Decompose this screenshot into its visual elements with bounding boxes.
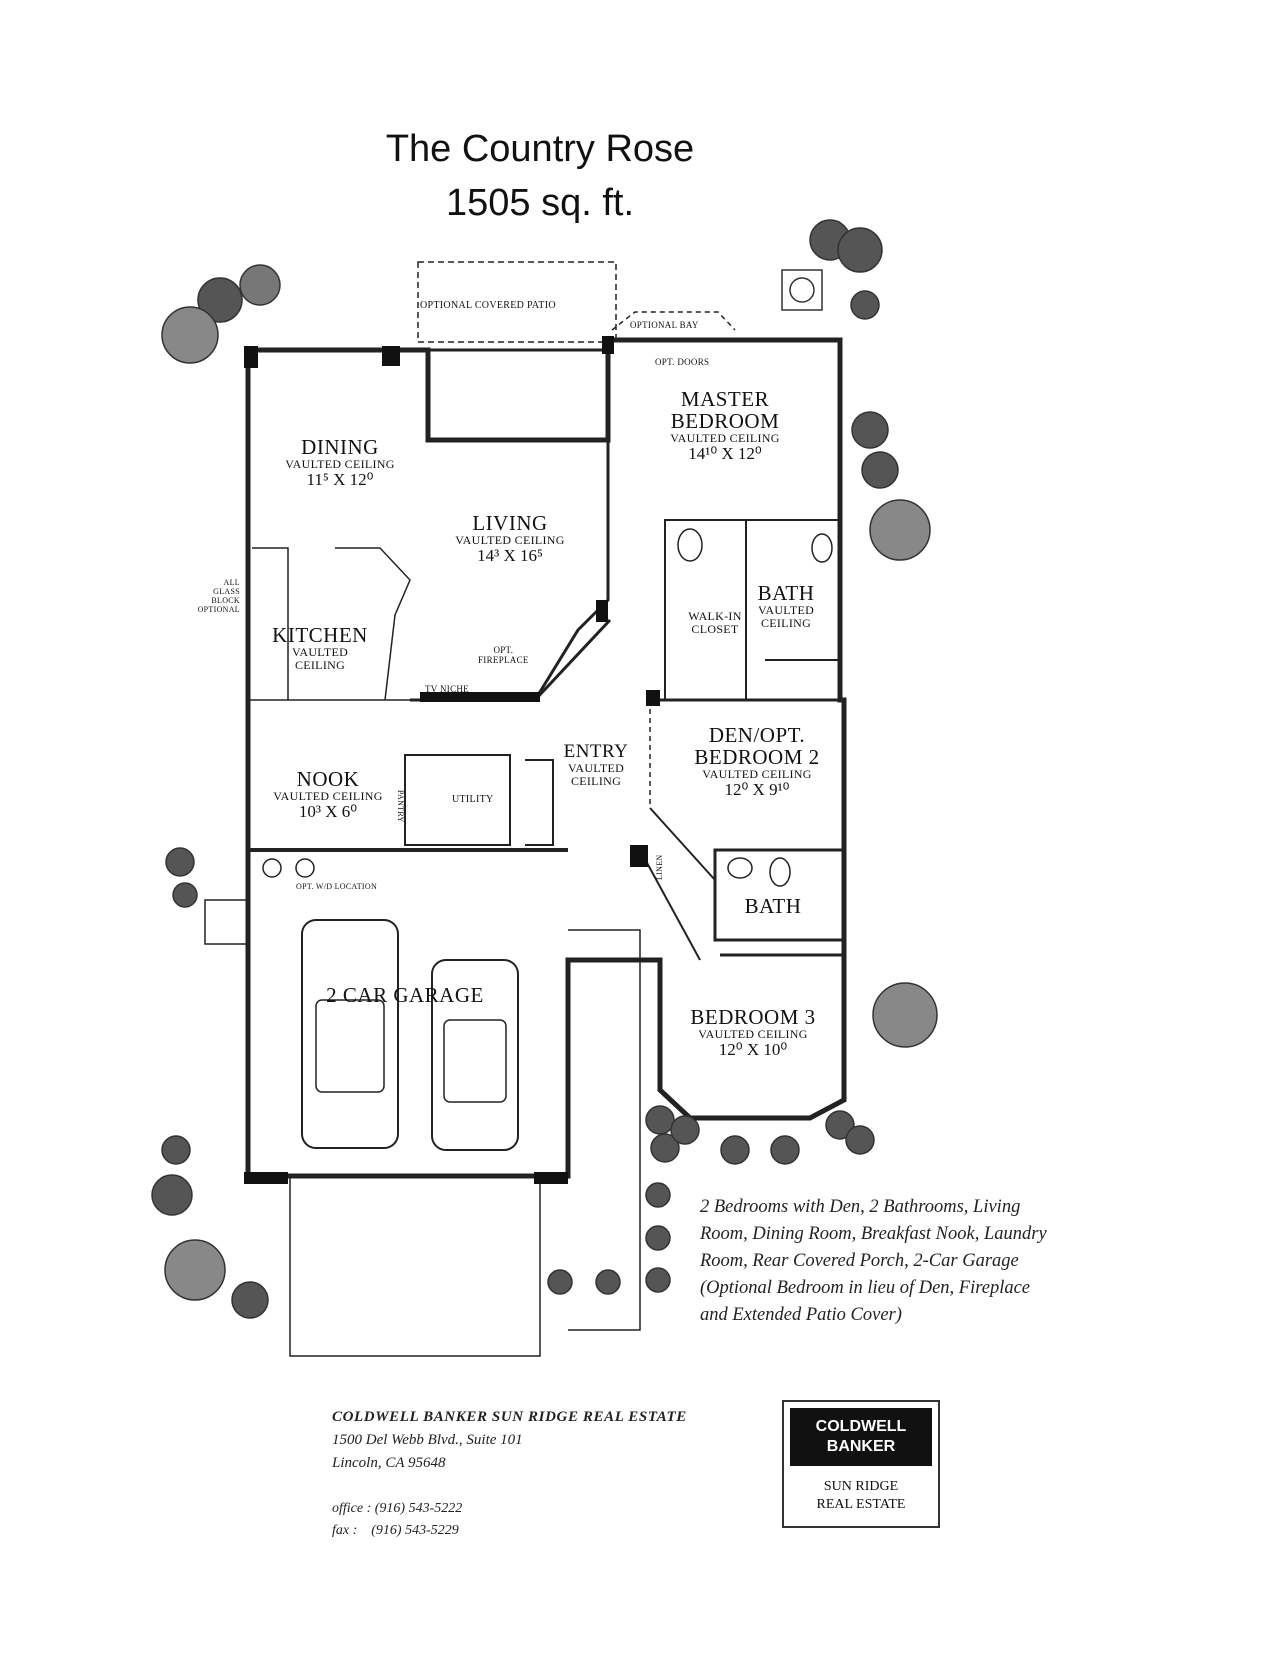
room-kitchen: KITCHEN VAULTED CEILING bbox=[272, 623, 368, 672]
bath2-toilet bbox=[769, 857, 791, 887]
room-nook: NOOK VAULTED CEILING 10³ X 6⁰ bbox=[273, 767, 383, 821]
note-pantry: PANTRY bbox=[396, 790, 405, 823]
room-master-bath: BATH VAULTED CEILING bbox=[757, 581, 815, 630]
agency-phones: office : (916) 543-5222 fax : (916) 543-… bbox=[332, 1501, 463, 1538]
room-master-bedroom: MASTER BEDROOM VAULTED CEILING 14¹⁰ X 12… bbox=[670, 387, 780, 463]
car-2 bbox=[431, 959, 519, 1151]
hall-diagonal bbox=[649, 807, 716, 881]
room-bedroom-3: BEDROOM 3 VAULTED CEILING 12⁰ X 10⁰ bbox=[690, 1005, 816, 1059]
washer bbox=[262, 858, 282, 878]
hvac-unit bbox=[781, 269, 823, 311]
entry-closet bbox=[525, 759, 554, 846]
master-sink bbox=[811, 533, 833, 563]
plan-title: The Country Rose bbox=[385, 128, 695, 170]
landscaping bbox=[151, 219, 938, 1319]
room-garage: 2 CAR GARAGE bbox=[326, 983, 484, 1007]
car-2-roof bbox=[443, 1019, 507, 1103]
room-walkin-closet: WALK-IN CLOSET bbox=[688, 609, 742, 636]
front-walkway bbox=[568, 929, 641, 1331]
note-glass-block: ALL GLASS BLOCK OPTIONAL bbox=[197, 578, 240, 614]
car-1-roof bbox=[315, 999, 385, 1093]
exterior-wall bbox=[245, 337, 847, 1179]
covered-patio-outline bbox=[417, 261, 617, 343]
agency-address: COLDWELL BANKER SUN RIDGE REAL ESTATE 15… bbox=[332, 1409, 687, 1471]
hall-wall bbox=[533, 618, 612, 702]
note-optional-bay: OPTIONAL BAY bbox=[630, 320, 699, 330]
coldwell-banker-logo: COLDWELL BANKER SUN RIDGE REAL ESTATE bbox=[782, 1400, 940, 1528]
note-opt-fireplace: OPT. FIREPLACE bbox=[478, 645, 529, 665]
master-toilet bbox=[677, 528, 703, 562]
plan-description: 2 Bedrooms with Den, 2 Bathrooms, Living… bbox=[700, 1197, 1047, 1325]
room-bath-2: BATH bbox=[744, 894, 802, 918]
note-covered-patio: OPTIONAL COVERED PATIO bbox=[420, 300, 556, 311]
kitchen-counter bbox=[252, 547, 289, 700]
note-tv-niche: TV NICHE bbox=[425, 684, 469, 694]
note-wd-location: OPT. W/D LOCATION bbox=[296, 882, 378, 891]
car-1 bbox=[301, 919, 399, 1149]
kitchen-island bbox=[335, 547, 411, 701]
room-utility: UTILITY bbox=[452, 794, 494, 805]
dryer bbox=[295, 858, 315, 878]
hall-diagonal-2 bbox=[639, 849, 701, 961]
utility-walls bbox=[404, 754, 511, 846]
room-entry: ENTRY VAULTED CEILING bbox=[563, 741, 629, 788]
room-dining: DINING VAULTED CEILING 11⁵ X 12⁰ bbox=[285, 435, 395, 489]
note-opt-doors: OPT. DOORS bbox=[655, 357, 710, 367]
garage-door-opening bbox=[289, 1176, 541, 1357]
room-living: LIVING VAULTED CEILING 14³ X 16⁵ bbox=[455, 511, 565, 565]
plan-area: 1505 sq. ft. bbox=[445, 182, 634, 224]
bath2-sink bbox=[727, 857, 753, 879]
side-door-step bbox=[204, 899, 250, 945]
note-linen: LINEN bbox=[655, 854, 664, 881]
room-den: DEN/OPT. BEDROOM 2 VAULTED CEILING 12⁰ X… bbox=[694, 723, 820, 799]
